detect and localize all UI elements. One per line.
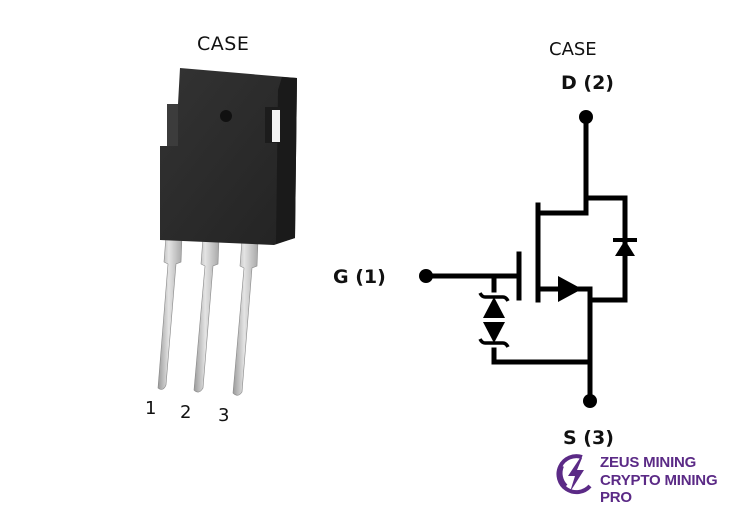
lightning-bolt-icon xyxy=(556,454,592,495)
watermark-line1: ZEUS MINING xyxy=(600,454,697,471)
gate-label: G (1) xyxy=(333,266,386,288)
lead-2 xyxy=(193,237,220,393)
mounting-hole xyxy=(220,110,232,122)
lead-1 xyxy=(157,235,183,390)
watermark-line2: CRYPTO MINING PRO xyxy=(600,472,718,506)
package-body xyxy=(160,68,297,245)
source-label: S (3) xyxy=(563,427,614,449)
lead-3 xyxy=(232,239,259,396)
package-case-label: CASE xyxy=(197,33,250,55)
pin-label-2: 2 xyxy=(180,402,192,423)
source-terminal-dot xyxy=(583,394,597,408)
schematic-case-label: CASE xyxy=(549,39,597,60)
package-leads xyxy=(157,235,259,396)
drain-terminal-dot xyxy=(579,110,593,124)
gate-terminal-dot xyxy=(419,269,433,283)
zener-diode-upper-icon xyxy=(478,292,510,318)
watermark-logo: ZEUS MINING CRYPTO MINING PRO xyxy=(556,452,746,506)
drain-label: D (2) xyxy=(561,72,614,94)
source-arrow-icon xyxy=(558,276,582,302)
pin-label-3: 3 xyxy=(218,405,230,426)
pin-label-1: 1 xyxy=(145,398,157,419)
zener-diode-lower-icon xyxy=(478,322,510,348)
body-diode-icon xyxy=(613,238,637,256)
